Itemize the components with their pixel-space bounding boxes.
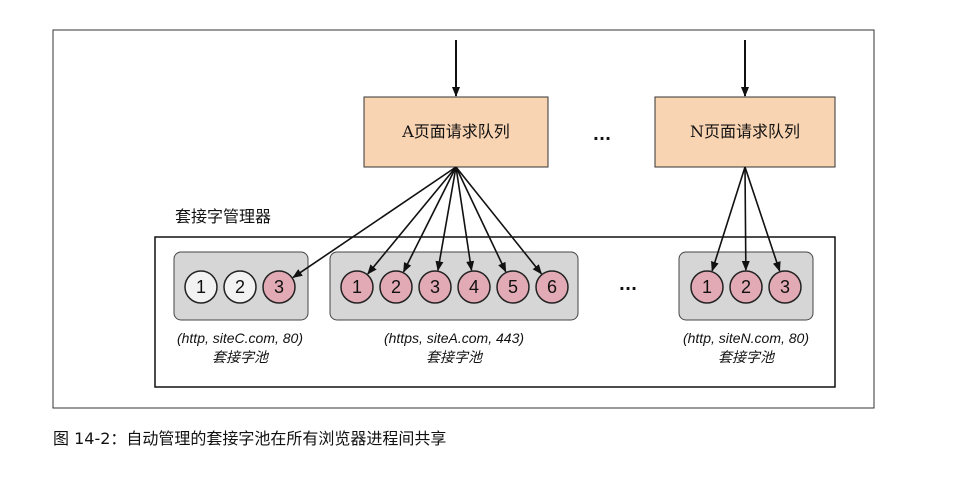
socket-circle xyxy=(535,270,569,304)
pool-site-a: 1 2 3 4 5 6 (https, siteA.com, 443) 套接字池 xyxy=(329,251,579,365)
dispatch-arrow xyxy=(402,166,457,273)
socket-number: 2 xyxy=(391,277,401,297)
socket-number: 6 xyxy=(547,277,557,297)
socket-number: 3 xyxy=(780,277,790,297)
socket-circle xyxy=(418,270,452,304)
pool-site-c: 1 2 3 (http, siteC.com, 80) 套接字池 xyxy=(173,251,309,365)
socket-number: 2 xyxy=(235,277,245,297)
queue-n-label: N页面请求队列 xyxy=(690,122,800,141)
socket-circle xyxy=(768,270,802,304)
queue-a-label: A页面请求队列 xyxy=(401,122,510,141)
socket-number: 1 xyxy=(352,277,362,297)
socket-circle xyxy=(690,270,724,304)
dispatch-arrow xyxy=(292,166,457,279)
socket-circle xyxy=(340,270,374,304)
pool-key: (https, siteA.com, 443) xyxy=(384,330,524,346)
socket-number: 2 xyxy=(741,277,751,297)
manager-label: 套接字管理器 xyxy=(175,207,271,226)
socket-circle xyxy=(262,270,296,304)
socket-number: 5 xyxy=(508,277,518,297)
queue-a-box xyxy=(363,96,549,168)
pool-key: (http, siteN.com, 80) xyxy=(683,330,809,346)
socket-circle xyxy=(184,270,218,304)
dispatch-arrow xyxy=(367,166,457,275)
pool-name: 套接字池 xyxy=(426,349,484,365)
socket-number: 1 xyxy=(702,277,712,297)
pool-name: 套接字池 xyxy=(212,349,270,365)
dispatch-arrows xyxy=(292,166,781,279)
top-ellipsis: ... xyxy=(593,125,611,144)
socket-circle xyxy=(496,270,530,304)
socket-circle xyxy=(223,270,257,304)
dispatch-arrow xyxy=(435,166,457,272)
dispatch-arrow xyxy=(455,166,507,273)
socket-number: 4 xyxy=(469,277,479,297)
socket-number: 3 xyxy=(430,277,440,297)
dispatch-arrow xyxy=(741,166,750,272)
queue-n-box xyxy=(654,96,836,168)
socket-number: 1 xyxy=(196,277,206,297)
pools-ellipsis: ... xyxy=(619,275,637,294)
figure-caption: 图 14-2：自动管理的套接字池在所有浏览器进程间共享 xyxy=(53,429,446,448)
socket-circle xyxy=(379,270,413,304)
socket-number: 3 xyxy=(274,277,284,297)
pool-key: (http, siteC.com, 80) xyxy=(177,330,303,346)
pool-name: 套接字池 xyxy=(718,349,776,365)
dispatch-arrow xyxy=(455,166,543,275)
dispatch-arrow xyxy=(744,166,781,272)
dispatch-arrow xyxy=(455,166,475,272)
dispatch-arrow xyxy=(711,166,746,272)
